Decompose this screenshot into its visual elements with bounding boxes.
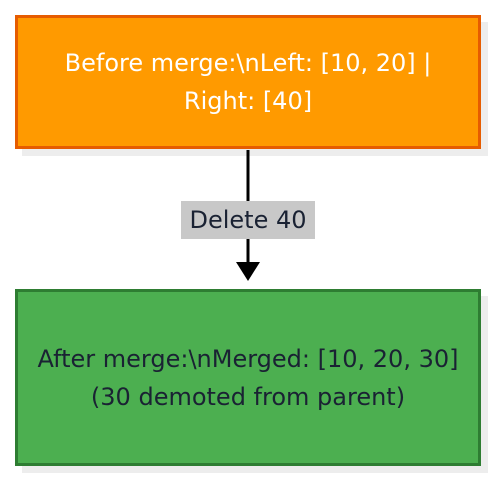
arrowhead-icon	[236, 262, 260, 281]
after-merge-label: After merge:\nMerged: [10, 20, 30] (30 d…	[37, 344, 459, 411]
before-merge-label: Before merge:\nLeft: [10, 20] | Right: […	[64, 49, 432, 115]
before-merge-node: Before merge:\nLeft: [10, 20] | Right: […	[15, 15, 481, 149]
after-merge-node: After merge:\nMerged: [10, 20, 30] (30 d…	[15, 289, 481, 466]
edge-label-delete: Delete 40	[181, 201, 315, 239]
